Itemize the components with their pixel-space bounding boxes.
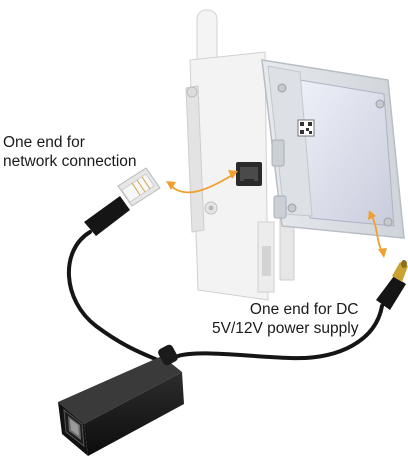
display-enclosure xyxy=(261,59,405,239)
dc-label-line1: One end for DC xyxy=(249,301,359,318)
cables xyxy=(67,230,384,364)
dc-power-label: One end for DC 5V/12V power supply xyxy=(212,300,358,338)
dc-barrel-plug xyxy=(376,260,408,310)
network-connection-label: One end for network connection xyxy=(3,133,137,171)
arrow-network xyxy=(166,170,238,194)
splitter-box xyxy=(58,344,184,456)
network-label-line2: network connection xyxy=(3,153,137,170)
arrow-dc xyxy=(368,210,387,258)
dc-label-line2: 5V/12V power supply xyxy=(212,320,359,337)
rj45-plug xyxy=(84,167,161,236)
network-label-line1: One end for xyxy=(3,134,85,151)
